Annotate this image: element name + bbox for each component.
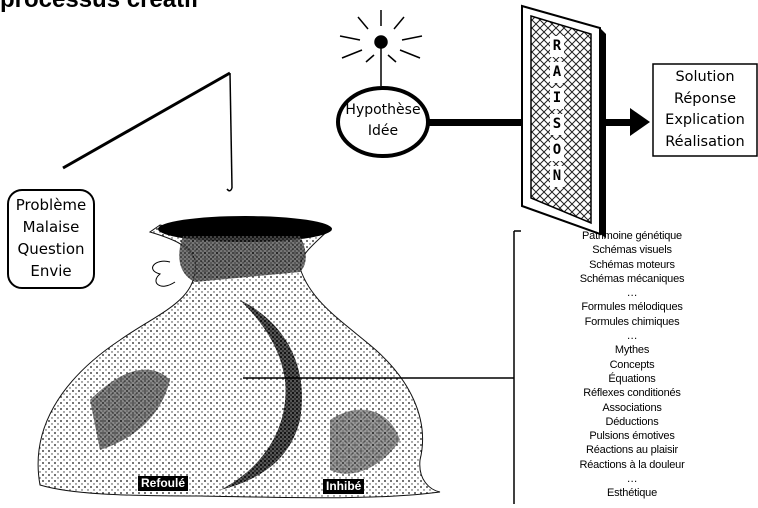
list-item: Patrimoine génétique <box>522 229 742 243</box>
solution-line: Explication <box>653 110 757 132</box>
solution-line: Réponse <box>653 89 757 111</box>
bag-label-inhibited: Inhibé <box>323 479 364 494</box>
list-item: Déductions <box>522 415 742 429</box>
list-item: Associations <box>522 401 742 415</box>
arrow-shaft-left <box>428 119 524 126</box>
list-item: Réflexes conditionés <box>522 386 742 400</box>
diagram-title: processus créatif <box>0 0 199 14</box>
list-item: Pulsions émotives <box>522 429 742 443</box>
list-item: Schémas mécaniques <box>522 272 742 286</box>
reason-letter: A <box>550 62 564 83</box>
problem-line: Problème <box>8 194 94 216</box>
reason-letter: S <box>550 114 564 135</box>
reason-letter: I <box>550 88 564 109</box>
list-item: Formules chimiques <box>522 315 742 329</box>
list-item: Mythes <box>522 343 742 357</box>
hypothesis-line: Hypothèse <box>338 100 428 121</box>
solution-line: Réalisation <box>653 132 757 154</box>
reason-letter: R <box>550 36 564 57</box>
list-item: Réactions au plaisir <box>522 443 742 457</box>
fishing-rod-icon <box>63 73 232 191</box>
list-item: Schémas visuels <box>522 243 742 257</box>
reason-letter: O <box>550 140 564 161</box>
arrow-icon <box>604 108 650 136</box>
problem-line: Malaise <box>8 216 94 238</box>
list-item: Schémas moteurs <box>522 258 742 272</box>
bag-contents-list: Patrimoine génétique Schémas visuels Sch… <box>522 229 742 501</box>
problem-box: Problème Malaise Question Envie <box>8 194 94 282</box>
list-item: … <box>522 286 742 300</box>
reason-letter: N <box>550 166 564 187</box>
list-item: Formules mélodiques <box>522 300 742 314</box>
hypothesis-bubble: Hypothèse Idée <box>338 100 428 142</box>
problem-line: Envie <box>8 260 94 282</box>
problem-line: Question <box>8 238 94 260</box>
list-item: Équations <box>522 372 742 386</box>
solution-line: Solution <box>653 67 757 89</box>
reason-panel-label: R A I S O N <box>539 36 575 192</box>
list-item: Esthétique <box>522 486 742 500</box>
bag-label-repressed: Refoulé <box>138 476 188 491</box>
lightbulb-icon <box>340 10 422 86</box>
solution-box: Solution Réponse Explication Réalisation <box>653 67 757 153</box>
list-bracket <box>430 231 521 504</box>
hypothesis-line: Idée <box>338 121 428 142</box>
bag-icon <box>38 216 440 498</box>
list-item: Concepts <box>522 358 742 372</box>
list-item: Réactions à la douleur <box>522 458 742 472</box>
list-item: … <box>522 329 742 343</box>
list-item: … <box>522 472 742 486</box>
